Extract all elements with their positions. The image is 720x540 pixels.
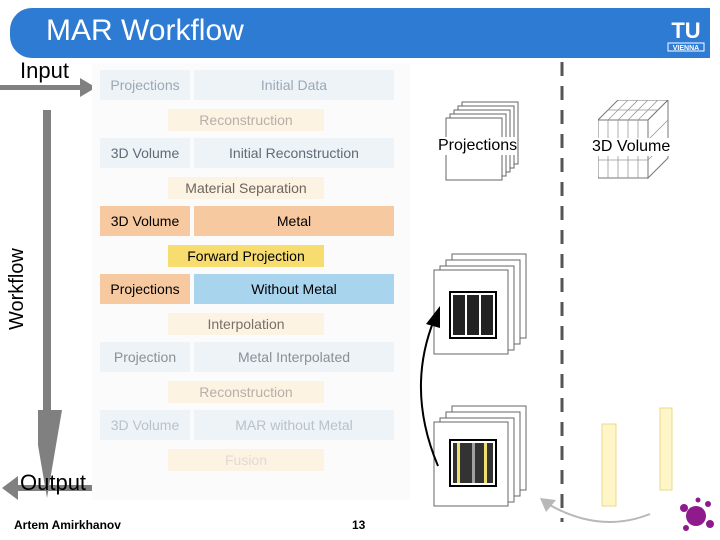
dashed-separator [560,62,564,522]
row6-right: MAR without Metal [194,410,394,440]
interpolated-projection-stack [433,405,527,507]
row5-right: Metal Interpolated [194,342,394,372]
title-bar [10,8,710,58]
step6: Fusion [168,449,324,471]
row3-right: Metal [194,206,394,236]
row2-left: 3D Volume [100,138,190,168]
logo-subtext: VIENNA [673,45,699,52]
row5-left: Projection [100,342,190,372]
metal-projection-stack [433,253,527,355]
step1: Reconstruction [168,109,324,131]
row4-right: Without Metal [194,274,394,304]
slide-title: MAR Workflow [46,14,244,47]
splash-logo-icon [680,497,714,531]
input-arrow [0,78,96,97]
row1-left: Projections [100,70,190,100]
page-number: 13 [352,518,366,532]
workflow-label: Workflow [6,248,28,330]
tu-vienna-logo: TU VIENNA [664,12,708,54]
row3-left: 3D Volume [100,206,190,236]
row6-left: 3D Volume [100,410,190,440]
step4: Interpolation [168,313,324,335]
input-label: Input [20,58,69,83]
metal-pieces-icon [601,407,673,507]
step3: Forward Projection [168,245,324,267]
logo-text: TU [671,18,700,43]
row4-left: Projections [100,274,190,304]
step5: Reconstruction [168,381,324,403]
curved-arrow [419,306,440,467]
projections-label: Projections [438,137,518,155]
row1-right: Initial Data [194,70,394,100]
author-name: Artem Amirkhanov [14,518,121,532]
output-label: Output [20,470,87,495]
row2-right: Initial Reconstruction [194,138,394,168]
workflow-arrow [38,110,62,498]
output-arrow [2,476,108,500]
bottom-curved-arrow [540,498,651,523]
volume-label: 3D Volume [592,138,671,156]
step2: Material Separation [168,177,324,199]
